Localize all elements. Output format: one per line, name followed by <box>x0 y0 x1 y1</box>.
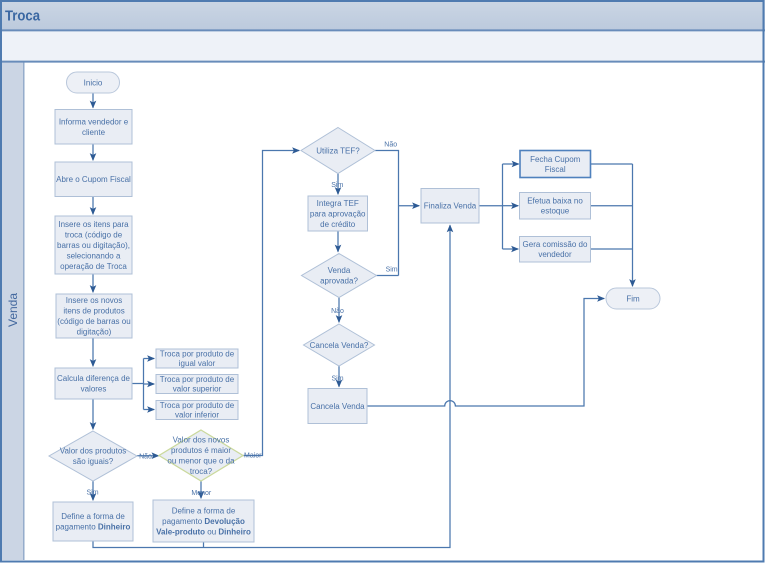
svg-text:Sim: Sim <box>331 182 343 189</box>
svg-text:Troca: Troca <box>5 8 40 25</box>
svg-text:Utiliza TEF?: Utiliza TEF? <box>316 146 360 155</box>
svg-text:Não: Não <box>331 308 344 315</box>
svg-text:Sim: Sim <box>386 267 398 274</box>
svg-text:Sim: Sim <box>331 376 343 383</box>
svg-text:Não: Não <box>139 454 152 461</box>
svg-text:Não: Não <box>384 142 397 149</box>
svg-text:Inicio: Inicio <box>84 78 103 87</box>
svg-text:Finaliza Venda: Finaliza Venda <box>424 202 477 211</box>
svg-text:Abre o Cupom Fiscal: Abre o Cupom Fiscal <box>56 175 131 184</box>
svg-text:Sim: Sim <box>86 489 98 496</box>
svg-text:Menor: Menor <box>191 490 212 497</box>
svg-text:Cancela Venda: Cancela Venda <box>310 402 365 411</box>
svg-text:Fim: Fim <box>626 294 640 303</box>
svg-text:Cancela Venda?: Cancela Venda? <box>310 341 369 350</box>
svg-text:Venda: Venda <box>6 293 20 327</box>
svg-text:Maior: Maior <box>244 453 262 460</box>
